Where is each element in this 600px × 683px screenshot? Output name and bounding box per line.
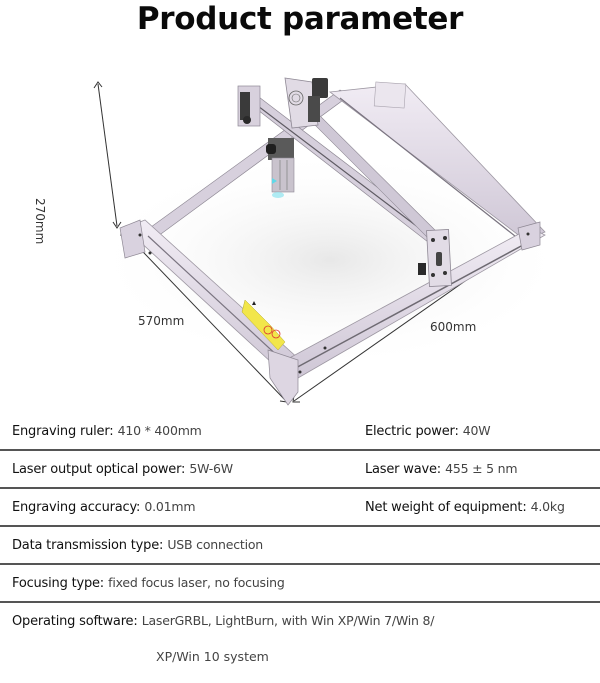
laser-engraver-illustration [90, 77, 570, 406]
spec-label: Engraving accuracy: [12, 500, 141, 515]
spec-value: USB connection [167, 537, 264, 552]
spec-net-weight: Net weight of equipment: 4.0kg [365, 499, 565, 515]
spec-label: Electric power: [365, 424, 459, 439]
spec-table: Engraving ruler: 410 * 400mm Electric po… [0, 413, 600, 683]
spec-row: Engraving accuracy: 0.01mm Net weight of… [0, 489, 600, 527]
spec-electric-power: Electric power: 40W [365, 423, 491, 439]
spec-row: Data transmission type: USB connection [0, 527, 600, 565]
spec-label: Laser wave: [365, 462, 441, 477]
spec-focusing-type: Focusing type: fixed focus laser, no foc… [12, 575, 285, 591]
height-dimension-label: 270mm [33, 198, 47, 245]
spec-value: LaserGRBL, LightBurn, with Win XP/Win 7/… [141, 613, 435, 628]
spec-row: Engraving ruler: 410 * 400mm Electric po… [0, 413, 600, 451]
spec-label: Net weight of equipment: [365, 500, 527, 515]
spec-value: 4.0kg [530, 499, 565, 514]
spec-label: Data transmission type: [12, 538, 164, 553]
spec-engraving-accuracy: Engraving accuracy: 0.01mm [12, 499, 196, 515]
spec-row: Focusing type: fixed focus laser, no foc… [0, 565, 600, 603]
spec-label: Engraving ruler: [12, 424, 114, 439]
spec-engraving-ruler: Engraving ruler: 410 * 400mm [12, 423, 202, 439]
spec-laser-output-power: Laser output optical power: 5W-6W [12, 461, 233, 477]
spec-laser-wave: Laser wave: 455 ± 5 nm [365, 461, 518, 477]
spec-row: Laser output optical power: 5W-6W Laser … [0, 451, 600, 489]
spec-value: 0.01mm [144, 499, 196, 514]
spec-label: Operating software: [12, 614, 138, 629]
spec-label: Laser output optical power: [12, 462, 186, 477]
product-figure: 270mm 570mm 600mm [0, 58, 600, 413]
width-dimension-label: 600mm [430, 320, 477, 334]
spec-value: 410 * 400mm [117, 423, 202, 438]
spec-data-transmission: Data transmission type: USB connection [12, 537, 263, 553]
height-dimension-line [93, 81, 122, 229]
spec-value-continued: XP/Win 10 system [156, 649, 269, 664]
spec-operating-software: Operating software: LaserGRBL, LightBurn… [12, 613, 434, 629]
spec-value: fixed focus laser, no focusing [108, 575, 285, 590]
spec-value: 455 ± 5 nm [445, 461, 518, 476]
spec-label: Focusing type: [12, 576, 104, 591]
depth-dimension-label: 570mm [138, 314, 185, 328]
spec-value: 40W [462, 423, 491, 438]
page-title: Product parameter [136, 1, 464, 37]
spec-value: 5W-6W [189, 461, 233, 476]
spec-row: Operating software: LaserGRBL, LightBurn… [0, 603, 600, 683]
